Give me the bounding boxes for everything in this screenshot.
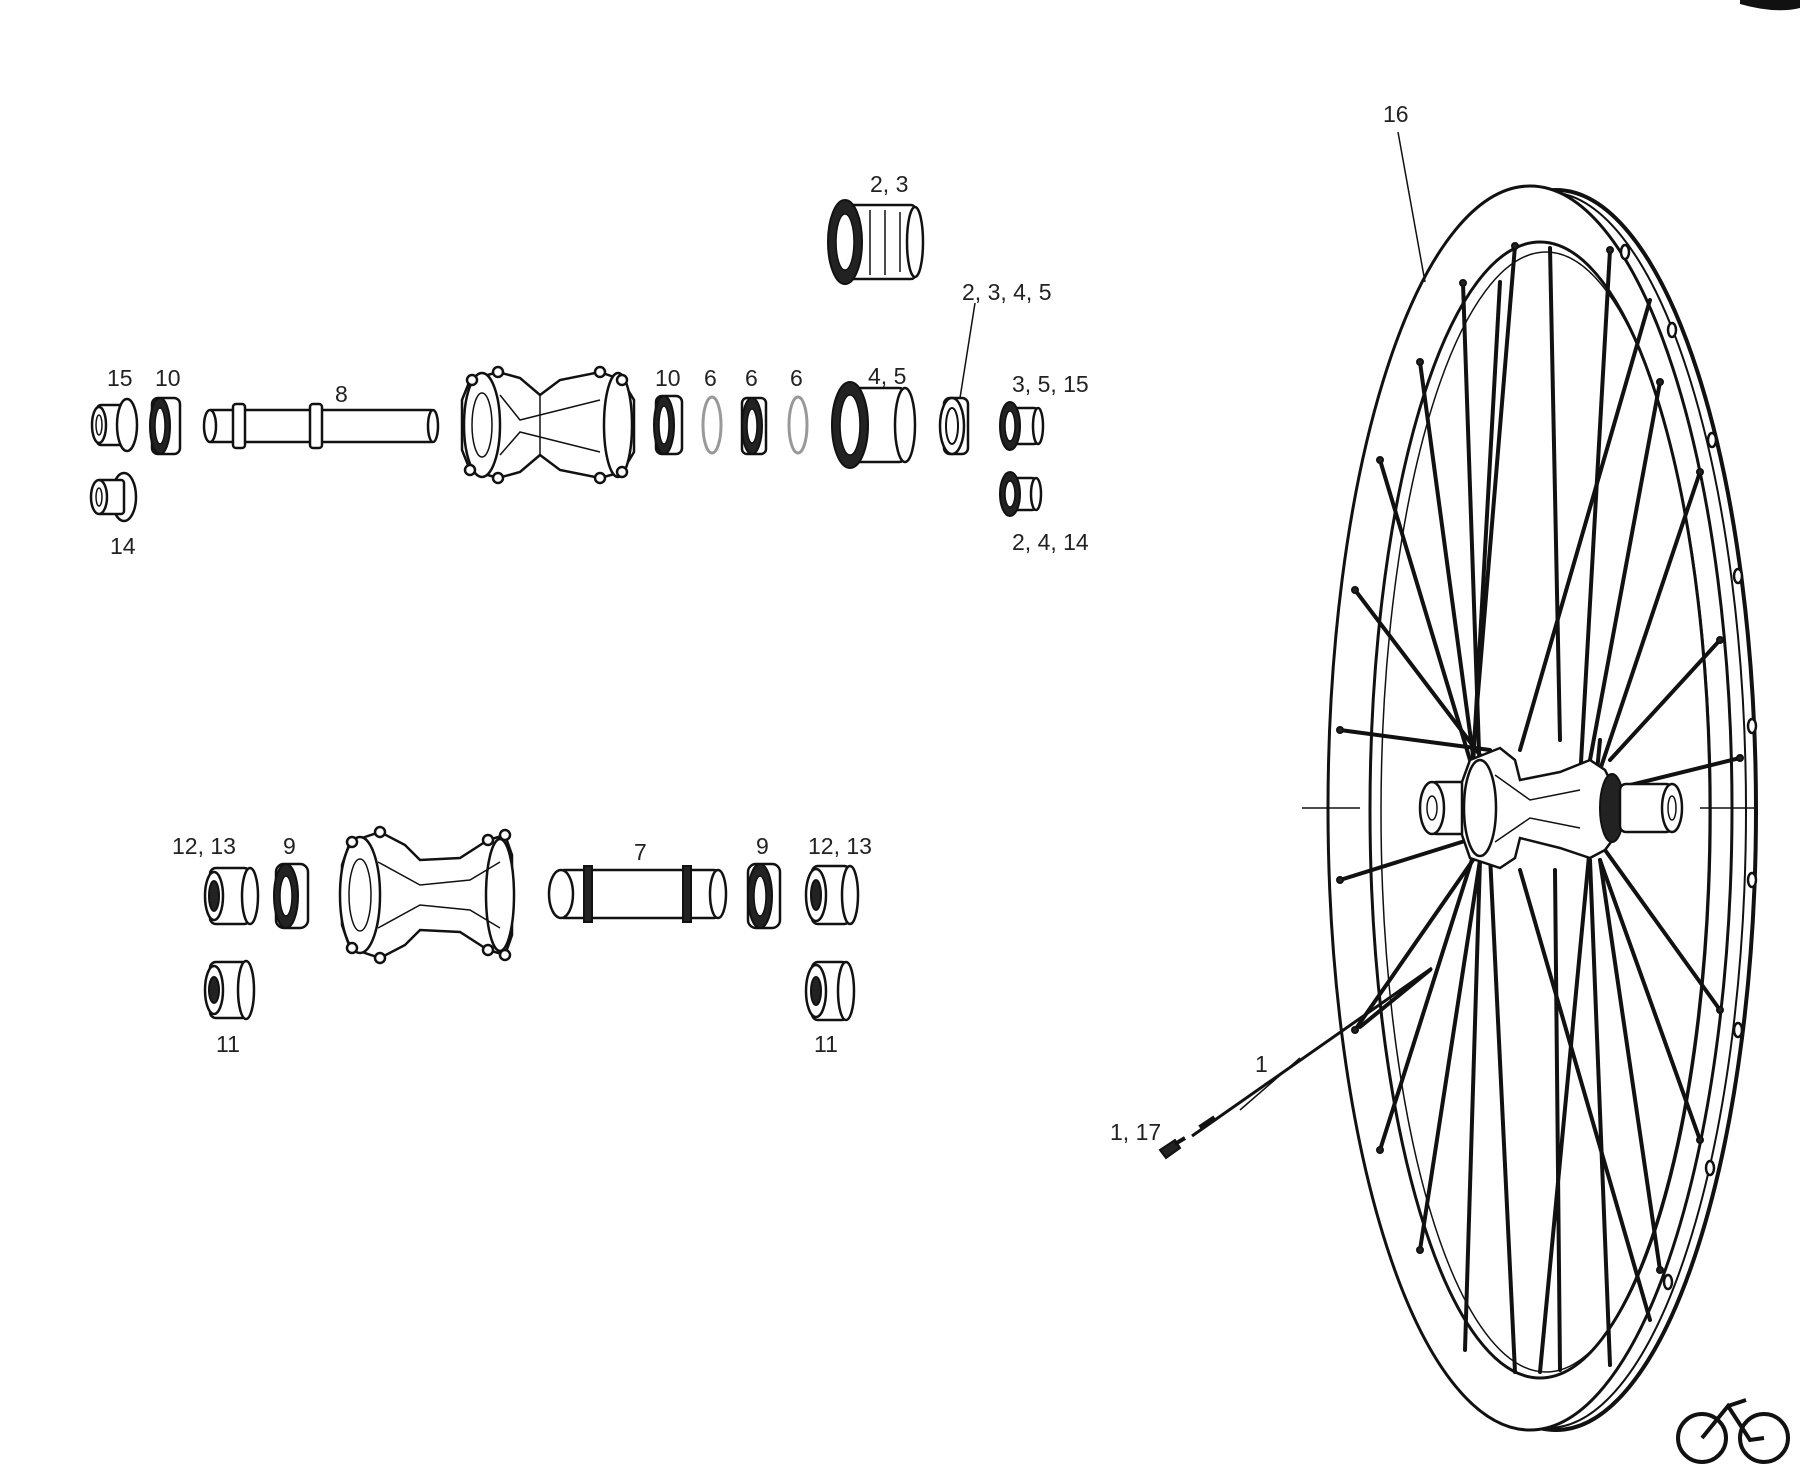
wheel-rim-inner [1368, 240, 1712, 1380]
rear-hub-shell [460, 365, 636, 485]
complete-wheel: 16 1 1, 17 [1110, 101, 1758, 1432]
wheel-hub [1418, 746, 1684, 870]
rear-hub-assembly: 15 10 8 14 10 6 6 6 4, 5 2, 3 2, 3, 4, 5… [89, 171, 1089, 559]
callout-9-right: 9 [756, 833, 769, 859]
wheel-rim-inner-2 [1380, 251, 1712, 1373]
callout-6-a: 6 [704, 365, 717, 391]
rim-nipples [1336, 242, 1744, 1274]
callout-2-4-14: 2, 4, 14 [1012, 529, 1089, 555]
callout-14: 14 [110, 533, 136, 559]
callout-1: 1 [1255, 1051, 1268, 1077]
front-hub-shell [338, 825, 516, 965]
callout-8: 8 [335, 381, 348, 407]
front-hub-assembly: 12, 13 9 7 9 12, 13 11 11 [172, 825, 872, 1057]
front-bearing-left [273, 862, 310, 930]
callout-1-17: 1, 17 [1110, 1119, 1161, 1145]
rear-ratchet [740, 396, 768, 456]
rear-freehub-body [831, 381, 917, 469]
callout-12-13-left: 12, 13 [172, 833, 236, 859]
front-axle [547, 865, 728, 923]
wheel-spokes [1338, 244, 1742, 1374]
callout-6-c: 6 [790, 365, 803, 391]
rear-end-cap-left [90, 397, 139, 453]
leader-1 [1239, 1057, 1301, 1111]
callout-7: 7 [634, 839, 647, 865]
callout-10-left: 10 [155, 365, 181, 391]
callout-15: 15 [107, 365, 133, 391]
freehub-alt [827, 199, 925, 285]
callout-11-left: 11 [216, 1031, 240, 1057]
callout-12-13-right: 12, 13 [808, 833, 872, 859]
loose-spoke [1191, 966, 1433, 1138]
spoke-nipple [1158, 1136, 1187, 1160]
callout-6-b: 6 [745, 365, 758, 391]
front-end-cap-alt-right [804, 960, 856, 1022]
freehub-bearing [938, 396, 970, 456]
front-bearing-right [746, 862, 782, 930]
callout-2-3-4-5: 2, 3, 4, 5 [962, 279, 1052, 305]
callout-16: 16 [1383, 101, 1409, 127]
callout-4-5: 4, 5 [868, 363, 906, 389]
rear-ring-b [787, 395, 809, 455]
callout-3-5-15: 3, 5, 15 [1012, 371, 1089, 397]
rear-end-cap-right-alt [999, 471, 1043, 517]
rear-bearing-left [149, 396, 182, 456]
bicycle-icon [1676, 1398, 1790, 1464]
leader-16 [1397, 131, 1426, 283]
rear-axle [202, 402, 440, 450]
rear-end-cap-right [999, 401, 1045, 451]
callout-2-3: 2, 3 [870, 171, 908, 197]
callout-9-left: 9 [283, 833, 296, 859]
callout-11-right: 11 [814, 1031, 838, 1057]
rear-end-cap-alt-left [89, 471, 138, 523]
corner-mark [1740, 0, 1800, 11]
front-end-cap-left [203, 866, 260, 926]
callout-10-right: 10 [655, 365, 681, 391]
rear-bearing-right [653, 394, 684, 456]
front-end-cap-right [804, 864, 860, 926]
rim-holes [1619, 243, 1758, 1291]
front-end-cap-alt-left [203, 959, 256, 1021]
rear-ring-a [701, 395, 723, 455]
leader-2-3-4-5 [959, 302, 976, 399]
